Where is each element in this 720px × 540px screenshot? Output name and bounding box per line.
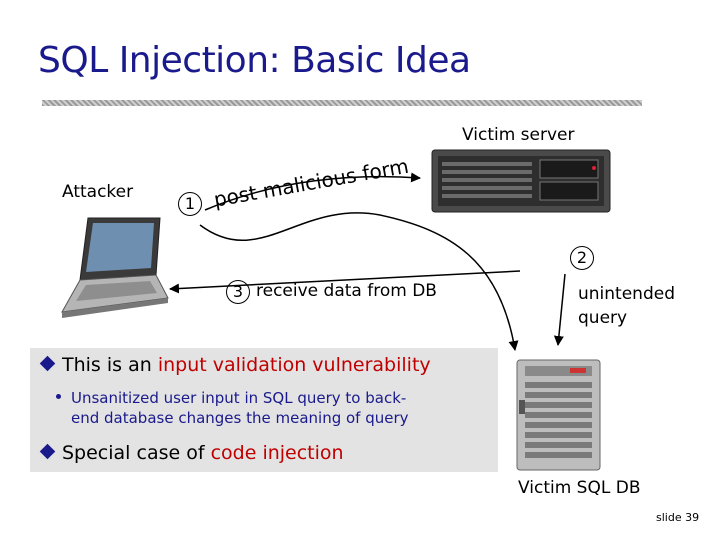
sub-bullet: Unsanitized user input in SQL query to b… <box>56 388 409 428</box>
bullet-2-text: Special case of <box>62 442 211 464</box>
dot-bullet-icon <box>56 394 61 399</box>
victim-db-label: Victim SQL DB <box>518 478 641 498</box>
sub-bullet-line-1: Unsanitized user input in SQL query to b… <box>56 388 409 408</box>
title-divider <box>42 100 642 106</box>
database-server-icon <box>516 359 601 471</box>
arrow-query-flow <box>199 212 519 351</box>
laptop-icon <box>61 217 169 318</box>
step-1-marker: 1 <box>178 192 202 216</box>
server-icon <box>431 149 611 213</box>
attacker-label: Attacker <box>62 182 134 202</box>
receive-data-label: receive data from DB <box>256 281 437 301</box>
sub-bullet-line-2: end database changes the meaning of quer… <box>71 409 409 427</box>
unintended-line-1: unintended <box>578 284 675 304</box>
arrow-unintended-query <box>553 273 566 346</box>
bullet-1-highlight: input validation vulnerability <box>157 354 431 376</box>
arrow-post-form <box>204 172 421 211</box>
step-2-marker: 2 <box>570 246 594 270</box>
unintended-line-2: query <box>578 308 628 328</box>
bullet-panel: This is an input validation vulnerabilit… <box>30 348 498 472</box>
victim-server-label: Victim server <box>462 125 575 145</box>
unintended-query-label: unintended query <box>578 282 675 330</box>
step-3-marker: 3 <box>226 280 250 304</box>
bullet-1-text: This is an <box>62 354 158 376</box>
diamond-bullet-icon <box>39 355 56 372</box>
slide-number: slide 39 <box>656 511 700 524</box>
bullet-2-highlight: code injection <box>210 442 344 464</box>
bullet-1: This is an input validation vulnerabilit… <box>39 354 431 376</box>
diamond-bullet-icon <box>39 443 56 460</box>
bullet-2: Special case of code injection <box>39 442 344 464</box>
slide-title: SQL Injection: Basic Idea <box>38 40 471 81</box>
